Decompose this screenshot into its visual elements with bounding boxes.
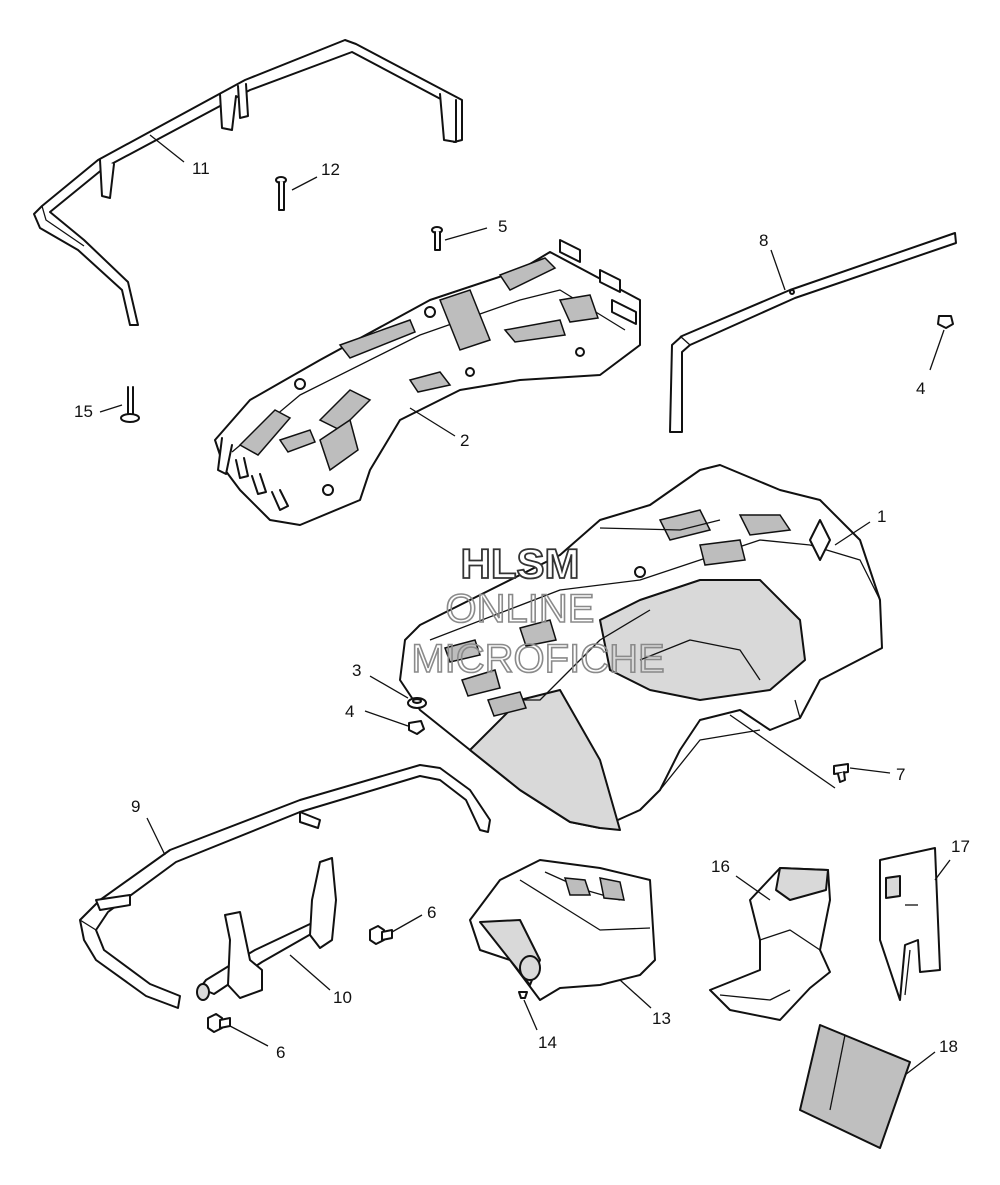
part-4-nut-lower: [408, 720, 425, 735]
part-15-bolt: [120, 386, 140, 423]
part-11-rack-tube: [33, 39, 463, 326]
part-2-rack-platform: [214, 239, 641, 526]
part-16-mud-flap: [709, 867, 831, 1021]
callout-labels: 1 2 3 4 4 5 6 6 7 8 9 10 11 12 13 14 15 …: [74, 159, 970, 1062]
part-12-bolt: [275, 176, 287, 211]
callout-8: 8: [759, 231, 768, 250]
part-13-side-cover: [469, 859, 656, 1001]
part-6-bolt-upper: [369, 925, 393, 945]
part-9-frame-rail: [79, 764, 491, 1009]
callout-5: 5: [498, 217, 507, 236]
part-10-hitch-bracket: [196, 857, 337, 1001]
part-6-bolt-lower: [207, 1013, 231, 1033]
callout-2: 2: [460, 431, 469, 450]
leader-lines: [99, 134, 951, 1076]
callout-1: 1: [877, 507, 886, 526]
watermark-line3: MICROFICHE: [411, 637, 664, 681]
callout-18: 18: [939, 1037, 958, 1056]
callout-11: 11: [192, 159, 210, 178]
watermark-line1: HLSM: [461, 540, 580, 587]
callout-3: 3: [352, 661, 361, 680]
callout-14: 14: [538, 1033, 557, 1052]
callout-6-lower: 6: [276, 1043, 285, 1062]
part-3-washer: [407, 697, 427, 709]
part-17-splash-guard: [879, 847, 941, 1001]
callout-13: 13: [652, 1009, 671, 1028]
callout-12: 12: [321, 160, 340, 179]
callout-10: 10: [333, 988, 352, 1007]
part-4-nut-upper: [937, 315, 954, 329]
watermark: HLSM ONLINE MICROFICHE: [411, 539, 666, 682]
callout-16: 16: [711, 857, 730, 876]
part-8-rack-bar: [669, 232, 957, 433]
callout-4-upper: 4: [916, 379, 925, 398]
part-1-rear-fender: [399, 464, 883, 831]
part-5-bolt: [431, 226, 443, 251]
callout-4-lower: 4: [345, 702, 354, 721]
part-18-flap-panel: [799, 1024, 911, 1149]
part-14-screw: [518, 991, 528, 999]
part-7-push-rivet: [833, 763, 849, 783]
callout-7: 7: [896, 765, 905, 784]
watermark-line2: ONLINE: [446, 587, 595, 631]
callout-9: 9: [131, 797, 140, 816]
callout-17: 17: [951, 837, 970, 856]
callout-6-upper: 6: [427, 903, 436, 922]
callout-15: 15: [74, 402, 93, 421]
